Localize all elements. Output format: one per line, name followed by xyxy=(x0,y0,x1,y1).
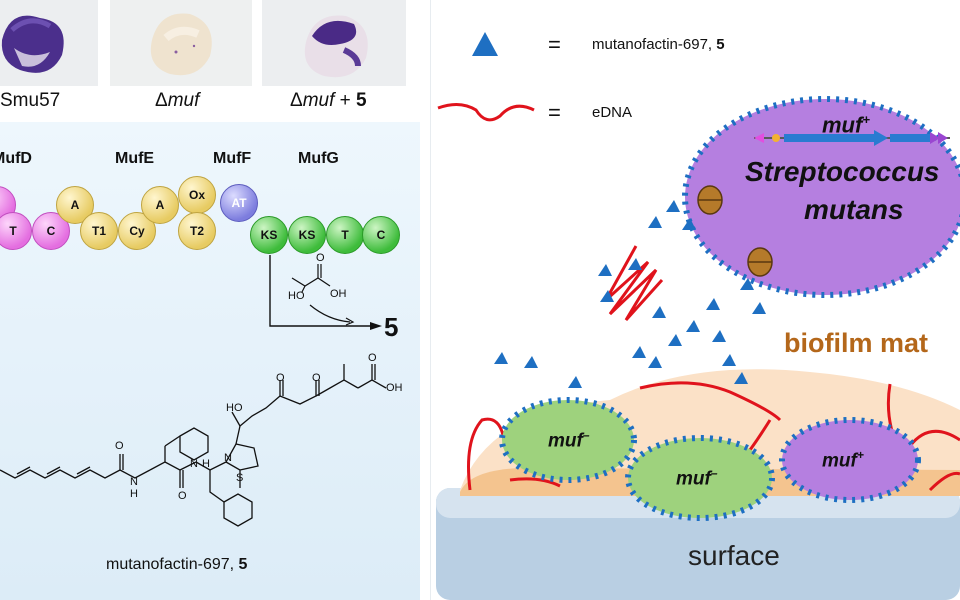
photo-label-delta-muf: Δmuf xyxy=(155,90,199,112)
module-name-mufe: MufE xyxy=(115,150,155,167)
domain-t: T xyxy=(326,216,364,254)
biofilm-label: biofilm mat xyxy=(784,328,929,358)
legend-equals-1: = xyxy=(548,32,561,57)
module-name-mufg: MufG xyxy=(298,150,339,167)
domain-t2: T2 xyxy=(178,212,216,250)
genotype-sign: – xyxy=(710,466,718,480)
genotype-sign: – xyxy=(582,428,590,442)
cell-muf-minus-left xyxy=(499,397,637,483)
surface-label: surface xyxy=(688,540,780,571)
gene-label: muf xyxy=(548,430,583,452)
atom-n-2: N xyxy=(190,458,198,470)
compound-number: 5 xyxy=(356,90,367,111)
biofilm-scene xyxy=(430,0,960,600)
main-cell-body xyxy=(685,99,960,295)
atom-n-1: N xyxy=(130,476,138,488)
cell-left-label: muf– xyxy=(548,428,590,452)
edna-legend-icon xyxy=(437,103,535,122)
gene-italic: muf xyxy=(167,90,200,111)
gene-label: muf xyxy=(822,450,857,472)
edna-tangle xyxy=(604,245,664,322)
atom-oh-acid: OH xyxy=(386,382,403,394)
photo-smu57 xyxy=(0,0,98,86)
triangle-legend-icon xyxy=(472,32,498,56)
domain-a: A xyxy=(141,186,179,224)
gene-label: muf xyxy=(676,468,711,490)
module-name-muff: MufF xyxy=(213,150,252,167)
compound-name: mutanofactin-697, xyxy=(106,556,235,573)
atom-o-acid: O xyxy=(368,352,377,364)
lactate-oh-label: OH xyxy=(330,288,347,300)
reaction-arrow-diagram xyxy=(269,255,382,330)
unstained-biofilm-image xyxy=(150,13,212,76)
photo-label-smu57: Smu57 xyxy=(0,90,60,112)
legend-compound-number: 5 xyxy=(716,36,725,53)
cell-muf-minus-middle xyxy=(625,435,775,521)
atom-o-ester: O xyxy=(312,372,321,384)
free-mutanofactin-triangles xyxy=(494,200,766,388)
domain-at: AT xyxy=(220,184,258,222)
photo-delta-muf-plus-5 xyxy=(262,0,406,86)
arrowhead-icon xyxy=(370,322,382,330)
domain-t1: T1 xyxy=(80,212,118,250)
domain-c: C xyxy=(362,216,400,254)
gene-italic: muf xyxy=(302,90,335,111)
lactate-ho-label: HO xyxy=(288,290,305,302)
atom-h-2: H xyxy=(202,458,210,470)
genotype-sign: + xyxy=(862,112,870,127)
lactate-o-label: O xyxy=(316,252,325,264)
legend-equals-2: = xyxy=(548,100,561,125)
legend-mutanofactin-text: mutanofactin-697, 5 xyxy=(592,36,725,53)
atom-h-1: H xyxy=(130,488,138,500)
main-cell-genus: Streptococcus xyxy=(745,156,940,187)
photo-label-delta-muf-plus-5: Δmuf + 5 xyxy=(290,90,367,112)
main-cell-species: mutans xyxy=(804,194,904,225)
genotype-sign: + xyxy=(856,448,864,462)
stained-biofilm-image xyxy=(1,15,64,73)
atom-o-phe: O xyxy=(178,490,187,502)
compound-number: 5 xyxy=(238,556,248,573)
domain-ox: Ox xyxy=(178,176,216,214)
photo-label-text: Smu57 xyxy=(0,90,61,111)
photo-delta-muf xyxy=(110,0,252,86)
atom-o-amide: O xyxy=(115,440,124,452)
compound-caption: mutanofactin-697, 5 xyxy=(106,556,247,574)
mutanofactin-structure xyxy=(0,364,387,527)
legend-compound-name: mutanofactin-697, xyxy=(592,36,713,53)
main-cell-genotype: muf+ xyxy=(822,112,870,138)
module-name-mufd: MufD xyxy=(0,150,32,167)
atom-o-keto: O xyxy=(276,372,285,384)
domain-t: T xyxy=(0,212,32,250)
legend-edna-text: eDNA xyxy=(592,104,633,121)
partially-stained-biofilm-image xyxy=(304,15,368,78)
atom-ho-enol: HO xyxy=(226,402,243,414)
cell-muf-plus-right xyxy=(779,417,921,503)
atom-n-thiazole: N xyxy=(224,452,232,464)
delta-symbol: Δ xyxy=(290,90,303,111)
domain-ks: KS xyxy=(250,216,288,254)
plus-text: + xyxy=(334,90,357,111)
cell-right-label: muf+ xyxy=(822,448,864,472)
reaction-product-number: 5 xyxy=(384,312,399,342)
delta-symbol: Δ xyxy=(155,90,168,111)
domain-ks: KS xyxy=(288,216,326,254)
gene-label: muf xyxy=(822,112,863,138)
atom-s-thiazole: S xyxy=(236,472,244,484)
cell-middle-label: muf– xyxy=(676,466,718,490)
